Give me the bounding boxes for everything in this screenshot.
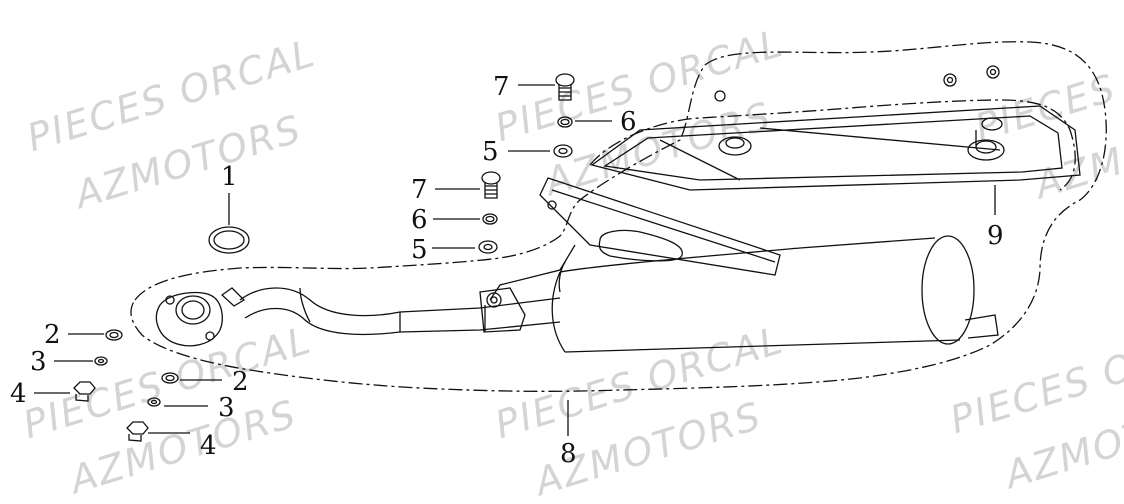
assembly-outline-9 xyxy=(589,99,1076,191)
callout-7-lower: 7 xyxy=(411,175,428,205)
washer-part-6-lower xyxy=(482,213,498,225)
callout-7-upper: 7 xyxy=(493,72,510,102)
heat-shield xyxy=(590,65,1081,191)
washer-part-2-right xyxy=(161,372,179,384)
callout-5-lower: 5 xyxy=(411,235,428,265)
exhaust-pipe xyxy=(239,287,561,336)
nut-part-4-right xyxy=(126,421,149,442)
diagram-drawing: 1 7 6 5 7 6 5 2 3 4 2 3 4 8 9 xyxy=(10,41,1107,469)
nut-part-4-left xyxy=(73,381,96,402)
muffler-bracket xyxy=(489,177,781,301)
washer-part-3-right xyxy=(147,397,161,407)
muffler xyxy=(551,235,999,353)
callout-3-right: 3 xyxy=(218,393,235,423)
callout-6-upper: 6 xyxy=(620,107,637,137)
callout-2-right: 2 xyxy=(232,367,249,397)
washer-part-6-upper xyxy=(557,116,573,128)
callout-4-left: 4 xyxy=(10,379,27,409)
callout-4-right: 4 xyxy=(200,431,217,461)
washer-part-5-upper xyxy=(553,144,573,158)
callout-5-upper: 5 xyxy=(482,137,499,167)
callout-6-lower: 6 xyxy=(411,205,428,235)
gasket-part-1 xyxy=(208,226,250,254)
washer-part-2-left xyxy=(105,329,123,341)
exploded-parts-diagram: PIECES ORCAL AZMOTORS PIECES ORCAL AZMOT… xyxy=(10,21,1124,504)
callout-1: 1 xyxy=(221,162,238,192)
callout-3-left: 3 xyxy=(30,347,47,377)
washer-part-5-lower xyxy=(478,240,498,254)
assembly-outline-8 xyxy=(130,41,1107,392)
bolt-part-7-lower xyxy=(481,171,501,199)
bolt-part-7-upper xyxy=(555,73,575,101)
callout-9: 9 xyxy=(987,221,1004,251)
pipe-clamp xyxy=(479,287,526,333)
leader-lines xyxy=(34,84,996,436)
callout-8: 8 xyxy=(560,439,577,469)
callout-2-left: 2 xyxy=(44,320,61,350)
washer-part-3-left xyxy=(94,356,108,366)
pipe-flange xyxy=(155,287,246,347)
